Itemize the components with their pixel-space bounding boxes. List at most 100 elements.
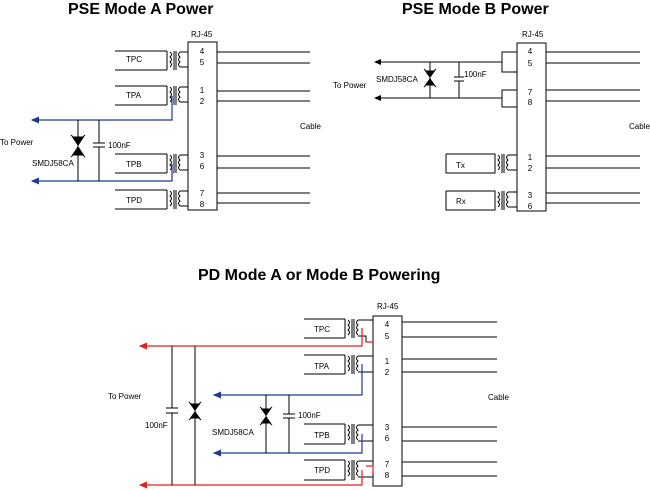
pd-title: PD Mode A or Mode B Powering	[198, 267, 440, 284]
pd-cable-label: Cable	[488, 393, 509, 402]
pair-label: TPA	[126, 91, 142, 100]
pse-a-cable-lines	[217, 51, 310, 204]
pse-b-title: PSE Mode B Power	[402, 1, 549, 18]
tvs-diode-icon	[70, 120, 86, 181]
power-arrow	[30, 164, 173, 185]
pd-mode-a-power	[212, 364, 363, 457]
pse-a-cable-label: Cable	[300, 122, 321, 131]
pin-number: 6	[528, 202, 533, 211]
pd-to-power: To Power	[108, 392, 142, 401]
pse-b-cable-lines	[546, 51, 640, 204]
pin-number: 7	[200, 189, 205, 198]
pin-number: 3	[200, 151, 205, 160]
capacitor-icon	[93, 120, 105, 181]
power-arrow	[138, 470, 363, 489]
power-arrow	[212, 434, 363, 457]
pse-a-pair-tpb: TPB 3 6	[115, 151, 205, 174]
pair-label: TPD	[126, 196, 142, 205]
pin-number: 7	[528, 88, 533, 97]
pse-a-connector-label: RJ-45	[191, 30, 213, 39]
pse-b-pair-tx: Tx 1 2	[445, 153, 533, 174]
capacitor-icon	[283, 395, 295, 453]
pin-number: 3	[385, 423, 390, 432]
pair-label: TPB	[314, 431, 330, 440]
pd-mode-b-power	[138, 328, 374, 489]
pair-label: TPC	[126, 55, 142, 64]
pair-label: TPC	[314, 325, 330, 334]
pd-tvs-label: SMDJ58CA	[212, 428, 254, 437]
transformer-icon	[169, 154, 172, 171]
pin-number: 2	[385, 368, 390, 377]
pin-number: 2	[528, 164, 533, 173]
power-arrow	[140, 328, 373, 346]
pse-mode-b-diagram: PSE Mode B Power RJ-45 Cable 4 5 7 8 To …	[333, 1, 650, 212]
pse-b-rj45	[516, 42, 547, 212]
pin-number: 8	[200, 200, 205, 209]
tvs-diode-icon	[259, 395, 273, 453]
pair-label: TPB	[126, 160, 142, 169]
transformer-icon	[347, 355, 350, 372]
transformer-icon	[497, 191, 500, 208]
pse-b-cable-label: Cable	[629, 122, 650, 131]
pin-number: 1	[385, 357, 390, 366]
pse-b-pair-rx: Rx 3 6	[445, 190, 533, 211]
pse-a-title: PSE Mode A Power	[68, 1, 214, 18]
pin-number: 1	[200, 86, 205, 95]
pin-number: 5	[385, 332, 390, 341]
pin-number: 7	[385, 460, 390, 469]
pin-number: 2	[200, 97, 205, 106]
pse-a-rj45	[187, 41, 218, 211]
capacitor-icon	[454, 62, 464, 98]
tvs-diode-icon	[423, 62, 437, 98]
pse-a-pair-tpc: TPC 4 5	[115, 47, 205, 71]
pse-a-pair-tpd: TPD 7 8	[115, 189, 205, 210]
transformer-icon	[347, 319, 350, 336]
transformer-icon	[169, 190, 172, 207]
pin-number: 1	[528, 153, 533, 162]
pd-pair-tpa: TPA 1 2	[304, 354, 390, 377]
pd-pair-tpc: TPC 4 5	[304, 318, 390, 343]
transformer-icon	[169, 51, 172, 68]
pin-number: 4	[528, 47, 533, 56]
pse-a-to-power: To Power	[0, 138, 34, 147]
pd-connector-label: RJ-45	[377, 302, 399, 311]
power-arrow	[30, 96, 173, 124]
pse-b-to-power: To Power	[333, 81, 367, 90]
tvs-diode-icon	[188, 346, 202, 485]
pair-label: TPA	[314, 362, 330, 371]
pair-label: TPD	[314, 466, 330, 475]
pse-b-cap-label: 100nF	[464, 70, 487, 79]
pd-rj45	[372, 315, 403, 487]
pin-number: 3	[528, 191, 533, 200]
pin-number: 4	[385, 320, 390, 329]
transformer-icon	[497, 154, 500, 171]
pair-winding-lead	[115, 50, 168, 71]
pin-number: 4	[200, 47, 205, 56]
pse-a-power-feed	[30, 96, 173, 185]
pd-cap-right-label: 100nF	[298, 411, 321, 420]
pd-cable-lines	[402, 321, 497, 477]
power-arrow	[212, 364, 363, 399]
capacitor-icon	[166, 346, 178, 485]
pin-number: 6	[200, 162, 205, 171]
pse-a-pair-tpa: TPA 1 2	[115, 85, 205, 106]
transformer-icon	[169, 86, 172, 103]
pin-number: 8	[528, 98, 533, 107]
pd-pair-tpd: TPD 7 8	[304, 459, 390, 481]
pse-b-connector-label: RJ-45	[522, 30, 544, 39]
pse-mode-a-diagram: PSE Mode A Power RJ-45 Cable TPC 4 5 TPA…	[0, 1, 321, 211]
transformer-icon	[347, 424, 350, 441]
pin-number: 5	[528, 59, 533, 68]
pin-number: 5	[200, 58, 205, 67]
pd-cap-left-label: 100nF	[145, 421, 168, 430]
pd-mode-diagram: PD Mode A or Mode B Powering RJ-45 Cable…	[108, 267, 509, 489]
pin-number: 8	[385, 471, 390, 480]
pd-pair-tpb: TPB 3 6	[304, 423, 390, 445]
pse-a-cap-label: 100nF	[108, 141, 131, 150]
pair-label: Rx	[456, 197, 466, 206]
transformer-icon	[347, 460, 350, 477]
pse-a-tvs-label: SMDJ58CA	[32, 159, 74, 168]
pin-number: 6	[385, 434, 390, 443]
pse-b-tvs-label: SMDJ58CA	[376, 75, 418, 84]
